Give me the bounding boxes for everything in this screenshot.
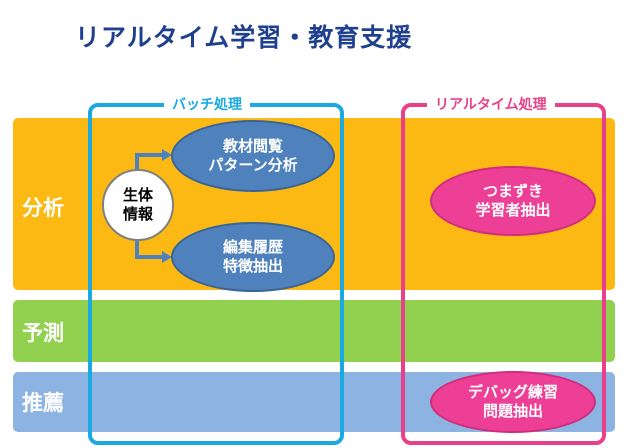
- row-label-analysis: 分析: [22, 196, 64, 220]
- material-pattern-node: 教材閲覧パターン分析: [171, 120, 335, 192]
- node-text: 教材閲覧: [222, 137, 283, 155]
- batch-label: バッチ処理: [164, 94, 250, 114]
- arrow-up: [135, 153, 164, 170]
- node-text: 生体: [122, 186, 153, 204]
- node-text: デバッグ練習: [467, 383, 558, 401]
- arrow-down: [135, 240, 164, 259]
- row-prediction: [13, 300, 615, 362]
- debug-practice-node: デバッグ練習問題抽出: [430, 371, 596, 433]
- row-label-prediction: 予測: [22, 321, 64, 345]
- arrowhead-up: [162, 149, 172, 161]
- node-text: 学習者抽出: [475, 201, 551, 219]
- node-text: パターン分析: [208, 156, 298, 174]
- node-text: 特徴抽出: [222, 257, 283, 275]
- bio-info-node: 生体情報: [102, 169, 174, 241]
- node-text: 情報: [122, 205, 153, 223]
- stumble-node: つまずき学習者抽出: [430, 166, 596, 236]
- page-title: リアルタイム学習・教育支援: [75, 23, 413, 52]
- realtime-label: リアルタイム処理: [427, 94, 555, 114]
- arrowhead-down: [162, 251, 172, 263]
- node-text: 編集履歴: [222, 238, 283, 256]
- node-text: つまずき: [482, 182, 543, 200]
- edit-history-node: 編集履歴特徴抽出: [171, 222, 335, 292]
- row-label-recommendation: 推薦: [22, 391, 64, 415]
- node-text: 問題抽出: [482, 402, 543, 420]
